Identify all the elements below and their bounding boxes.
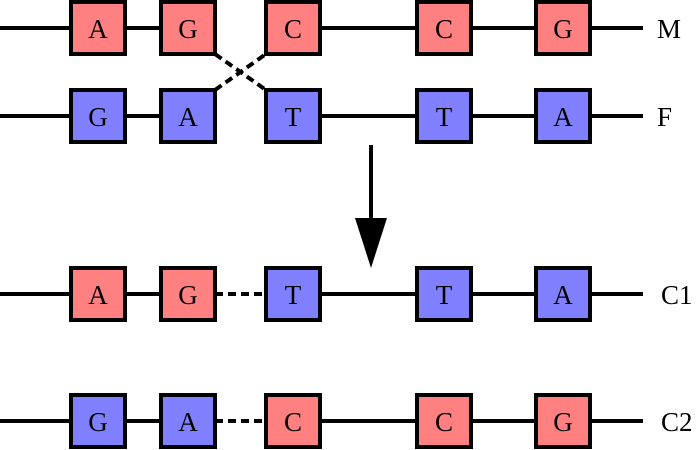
chromosome-label-m: M — [657, 14, 681, 44]
gene-letter: G — [553, 407, 573, 437]
gene-box-maternal — [159, 0, 217, 56]
gene-box-maternal — [264, 0, 322, 56]
gene-letter: T — [285, 102, 302, 132]
chromosome-label-c1: C1 — [661, 280, 693, 310]
gene-letter: A — [88, 280, 108, 310]
gene-box-maternal — [159, 266, 217, 322]
gene-box-paternal — [69, 393, 127, 449]
gene-box-paternal — [534, 266, 592, 322]
gene-letter: A — [553, 280, 573, 310]
gene-box-maternal — [534, 0, 592, 56]
gene-letter: G — [178, 280, 198, 310]
chromosome-label-c2: C2 — [661, 407, 693, 437]
gene-letter: T — [436, 280, 453, 310]
gene-box-maternal — [415, 0, 473, 56]
gene-letter: A — [553, 102, 573, 132]
gene-box-paternal — [69, 88, 127, 144]
gene-box-maternal — [534, 393, 592, 449]
gene-letter: G — [88, 102, 108, 132]
gene-box-paternal — [415, 88, 473, 144]
gene-letter: A — [178, 102, 198, 132]
gene-letter: C — [284, 407, 302, 437]
gene-box-paternal — [534, 88, 592, 144]
gene-box-paternal — [159, 393, 217, 449]
gene-box-maternal — [264, 393, 322, 449]
gene-letter: C — [284, 14, 302, 44]
gene-letter: G — [178, 14, 198, 44]
gene-letter: C — [435, 14, 453, 44]
gene-letter: A — [178, 407, 198, 437]
gene-box-maternal — [415, 393, 473, 449]
chromosome-label-f: F — [657, 102, 672, 132]
gene-letter: C — [435, 407, 453, 437]
gene-box-paternal — [159, 88, 217, 144]
gene-box-paternal — [415, 266, 473, 322]
gene-letter: T — [436, 102, 453, 132]
crossover-dash-f-to-m — [213, 52, 268, 92]
gene-box-maternal — [69, 266, 127, 322]
gene-letter: G — [88, 407, 108, 437]
arrow-head-icon — [355, 218, 387, 268]
gene-box-paternal — [264, 88, 322, 144]
gene-box-paternal — [264, 266, 322, 322]
gene-letter: T — [285, 280, 302, 310]
gene-letter: A — [88, 14, 108, 44]
gene-box-maternal — [69, 0, 127, 56]
gene-letter: G — [553, 14, 573, 44]
